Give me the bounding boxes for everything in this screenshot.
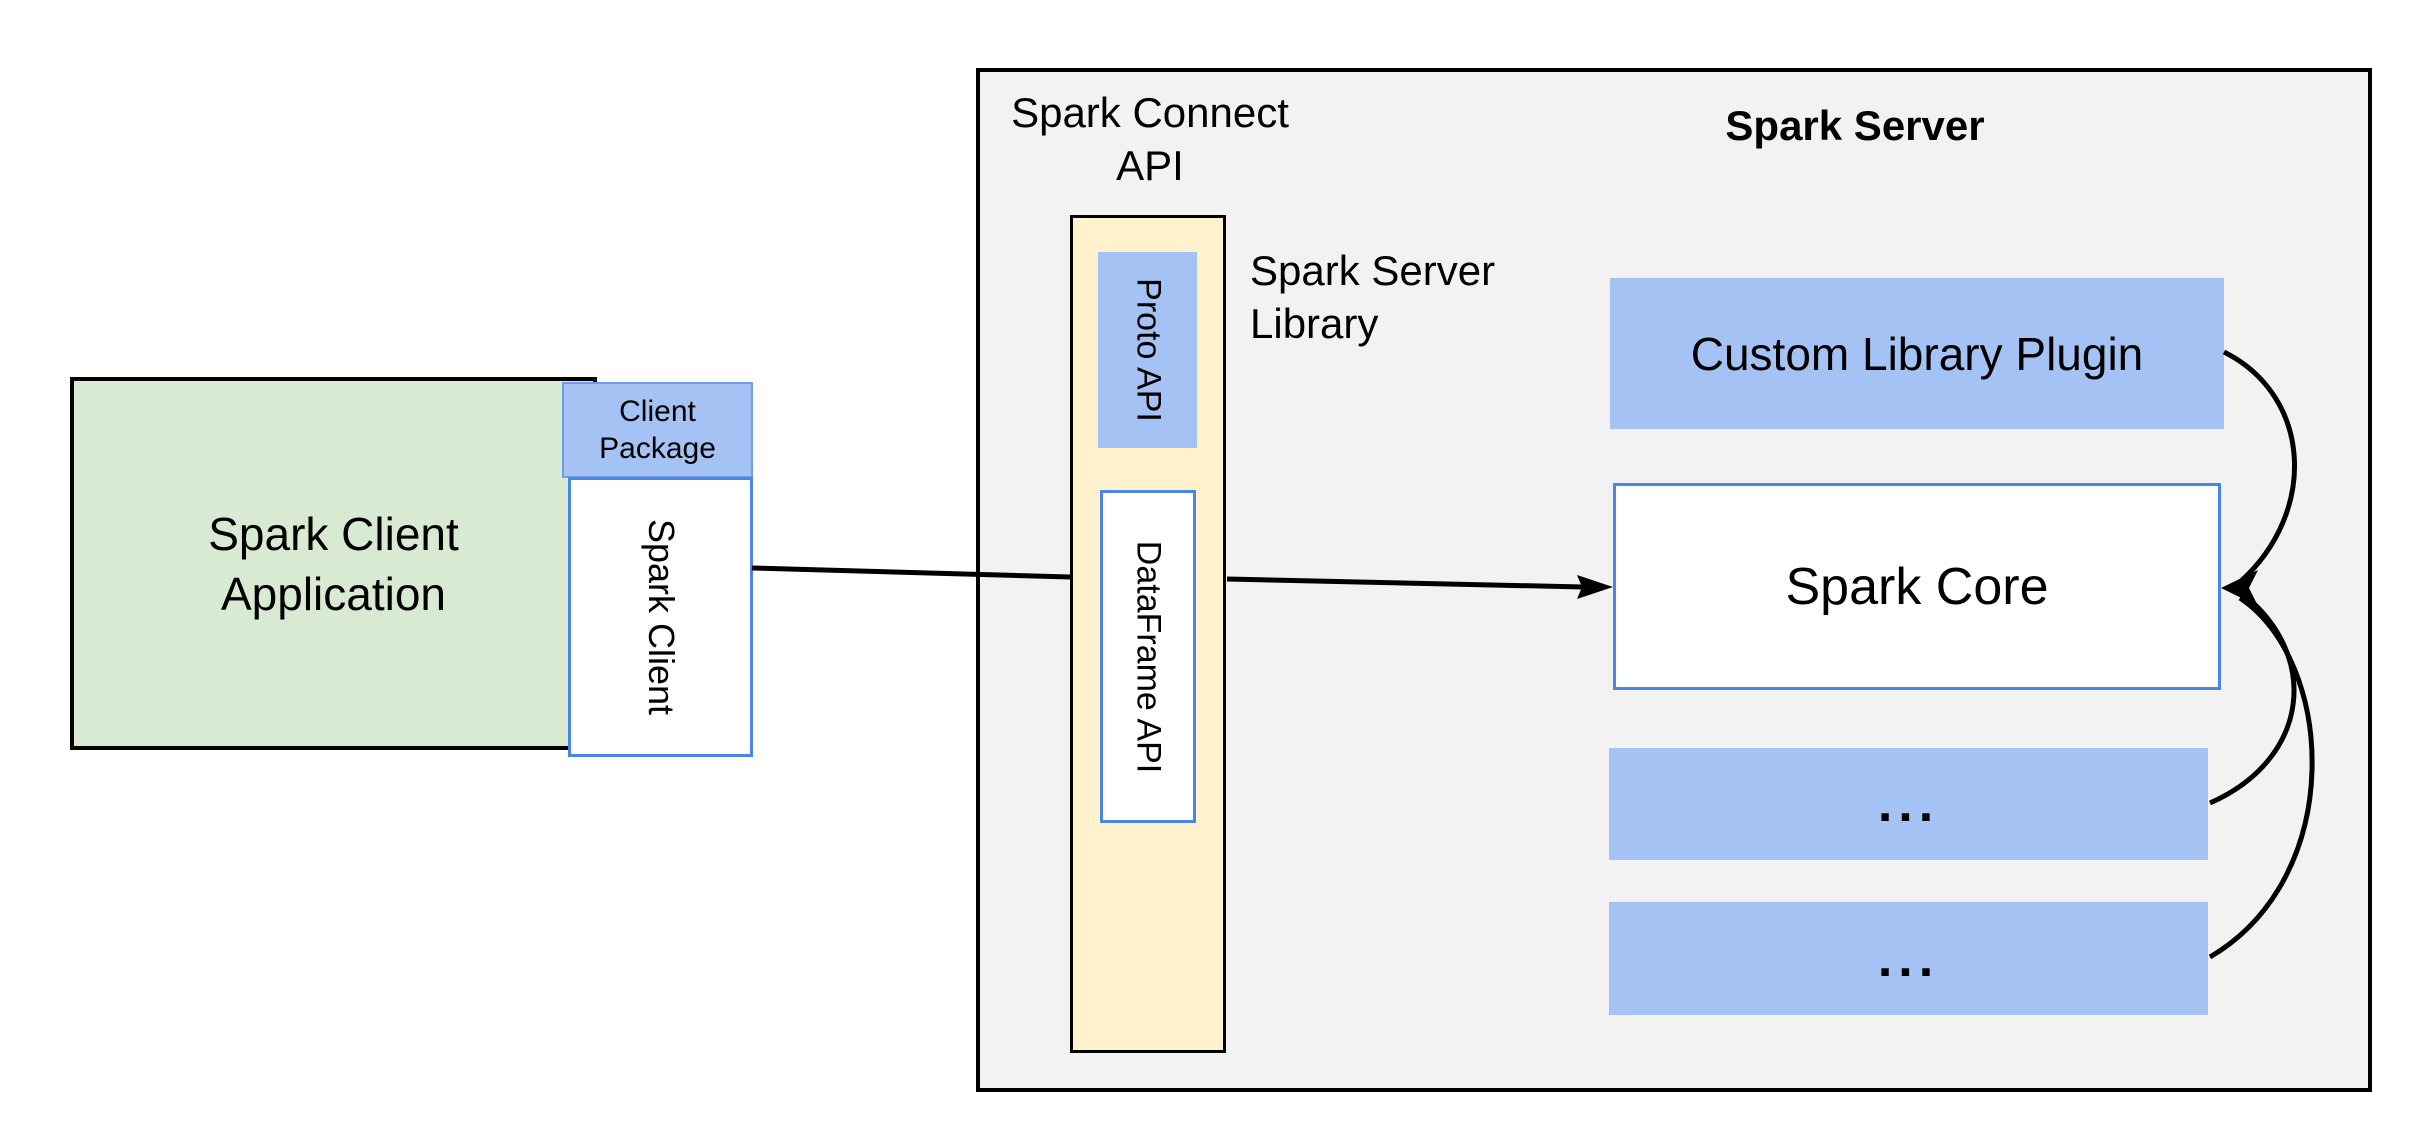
spark-client-application-line1: Spark Client [208, 507, 459, 560]
custom-library-plugin-box: Custom Library Plugin [1610, 278, 2224, 429]
more-libraries-label-1: ... [1877, 775, 1940, 833]
client-package-line1: Client [619, 395, 696, 428]
dataframe-api-label: DataFrame API [1129, 540, 1168, 773]
spark-server-library-line2: Library [1250, 300, 1379, 347]
custom-library-plugin-label: Custom Library Plugin [1690, 327, 2144, 380]
spark-core-box: Spark Core [1613, 483, 2221, 690]
spark-connect-api-title: Spark Connect API [975, 86, 1325, 192]
spark-client-label: Spark Client [640, 518, 682, 716]
spark-server-library-label: Spark Server Library [1250, 244, 1590, 350]
more-libraries-label-2: ... [1877, 929, 1940, 988]
spark-client-application-line2: Application [220, 567, 447, 620]
spark-connect-api-title-line1: Spark Connect [1011, 89, 1289, 136]
proto-api-label: Proto API [1129, 278, 1167, 422]
dataframe-api-box: DataFrame API [1100, 490, 1196, 823]
more-libraries-box-1: ... [1609, 748, 2208, 860]
proto-api-box: Proto API [1098, 252, 1197, 448]
client-package-line2: Package [599, 432, 716, 465]
spark-server-title: Spark Server [1725, 102, 1985, 149]
spark-server-library-line1: Spark Server [1250, 247, 1496, 294]
spark-connect-api-title-line2: API [1116, 142, 1184, 189]
spark-client-application-box: Spark Client Application [70, 377, 597, 750]
more-libraries-box-2: ... [1609, 902, 2208, 1015]
spark-core-label: Spark Core [1785, 557, 2049, 616]
client-package-box: Client Package [562, 382, 753, 478]
spark-client-box: Spark Client [568, 477, 753, 757]
